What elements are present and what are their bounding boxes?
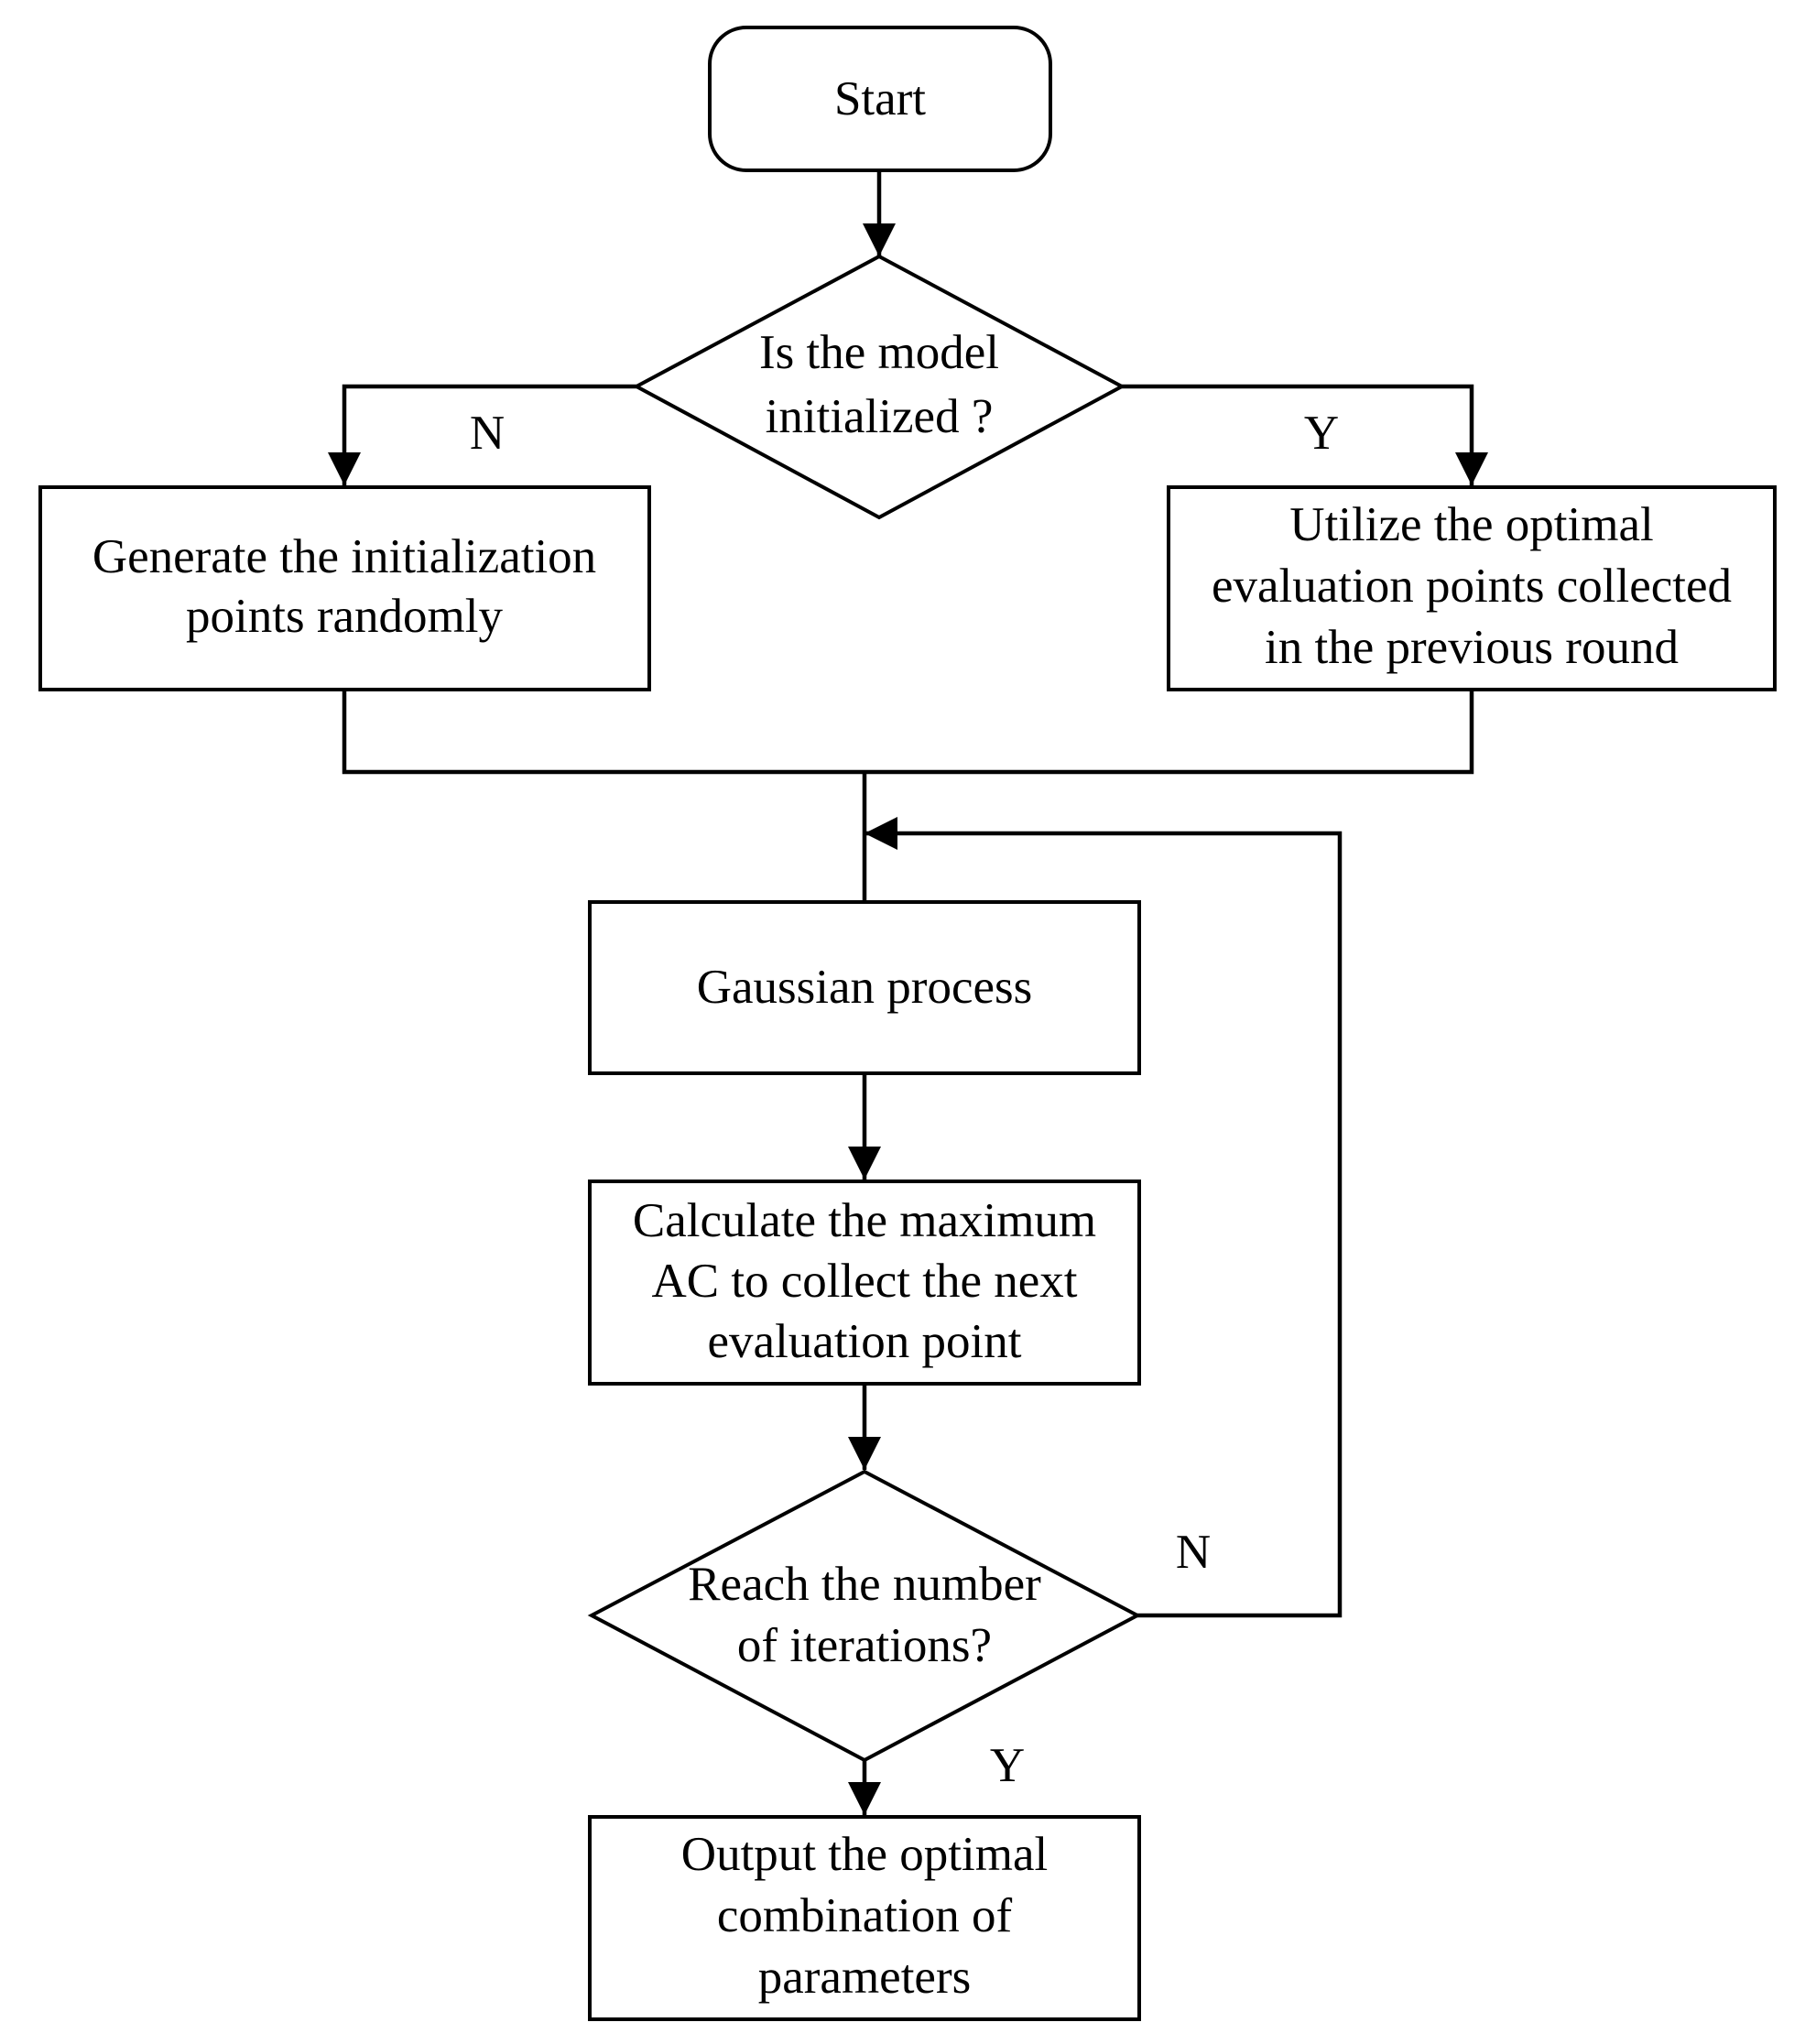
label-iter-yes: Y: [990, 1739, 1025, 1792]
output-line-3: parameters: [758, 1951, 971, 2004]
decision-iterations-line-1: Reach the number: [688, 1558, 1041, 1611]
calculate-ac-box: Calculate the maximum AC to collect the …: [588, 1180, 1141, 1386]
decision-initialized-line-1: Is the model: [759, 326, 999, 379]
utilize-previous-line-3: in the previous round: [1265, 621, 1679, 674]
generate-random-line-1: Generate the initialization: [92, 530, 596, 583]
calculate-ac-line-2: AC to collect the next: [651, 1255, 1077, 1308]
gaussian-process-label: Gaussian process: [697, 961, 1033, 1014]
generate-random-box: Generate the initialization points rando…: [38, 485, 651, 691]
calculate-ac-line-1: Calculate the maximum: [633, 1194, 1096, 1247]
merge-line: [342, 690, 1474, 775]
output-line-1: Output the optimal: [681, 1828, 1048, 1881]
utilize-previous-box: Utilize the optimal evaluation points co…: [1167, 485, 1777, 691]
label-iter-no: N: [1176, 1526, 1211, 1579]
start-label: Start: [834, 72, 926, 125]
decision-initialized: Is the model initialized ?: [632, 254, 1126, 520]
utilize-previous-line-1: Utilize the optimal: [1289, 498, 1653, 551]
output-line-2: combination of: [717, 1889, 1013, 1942]
arrow-decision-to-generate: [328, 384, 636, 485]
gaussian-process-box: Gaussian process: [588, 900, 1141, 1075]
label-init-yes: Y: [1304, 407, 1339, 460]
connectors: [328, 170, 1488, 1815]
decision-iterations-line-2: of iterations?: [737, 1619, 992, 1672]
generate-random-line-2: points randomly: [186, 590, 503, 643]
output-box: Output the optimal combination of parame…: [588, 1815, 1141, 2021]
arrow-loop-back: [864, 817, 1343, 1618]
arrow-decision-to-utilize: [1122, 384, 1488, 485]
start-terminal: Start: [708, 26, 1052, 172]
decision-initialized-line-2: initialized ?: [766, 390, 994, 443]
utilize-previous-line-2: evaluation points collected: [1212, 560, 1732, 613]
calculate-ac-line-3: evaluation point: [708, 1315, 1022, 1368]
label-init-no: N: [470, 407, 505, 460]
decision-iterations: Reach the number of iterations?: [587, 1469, 1142, 1763]
